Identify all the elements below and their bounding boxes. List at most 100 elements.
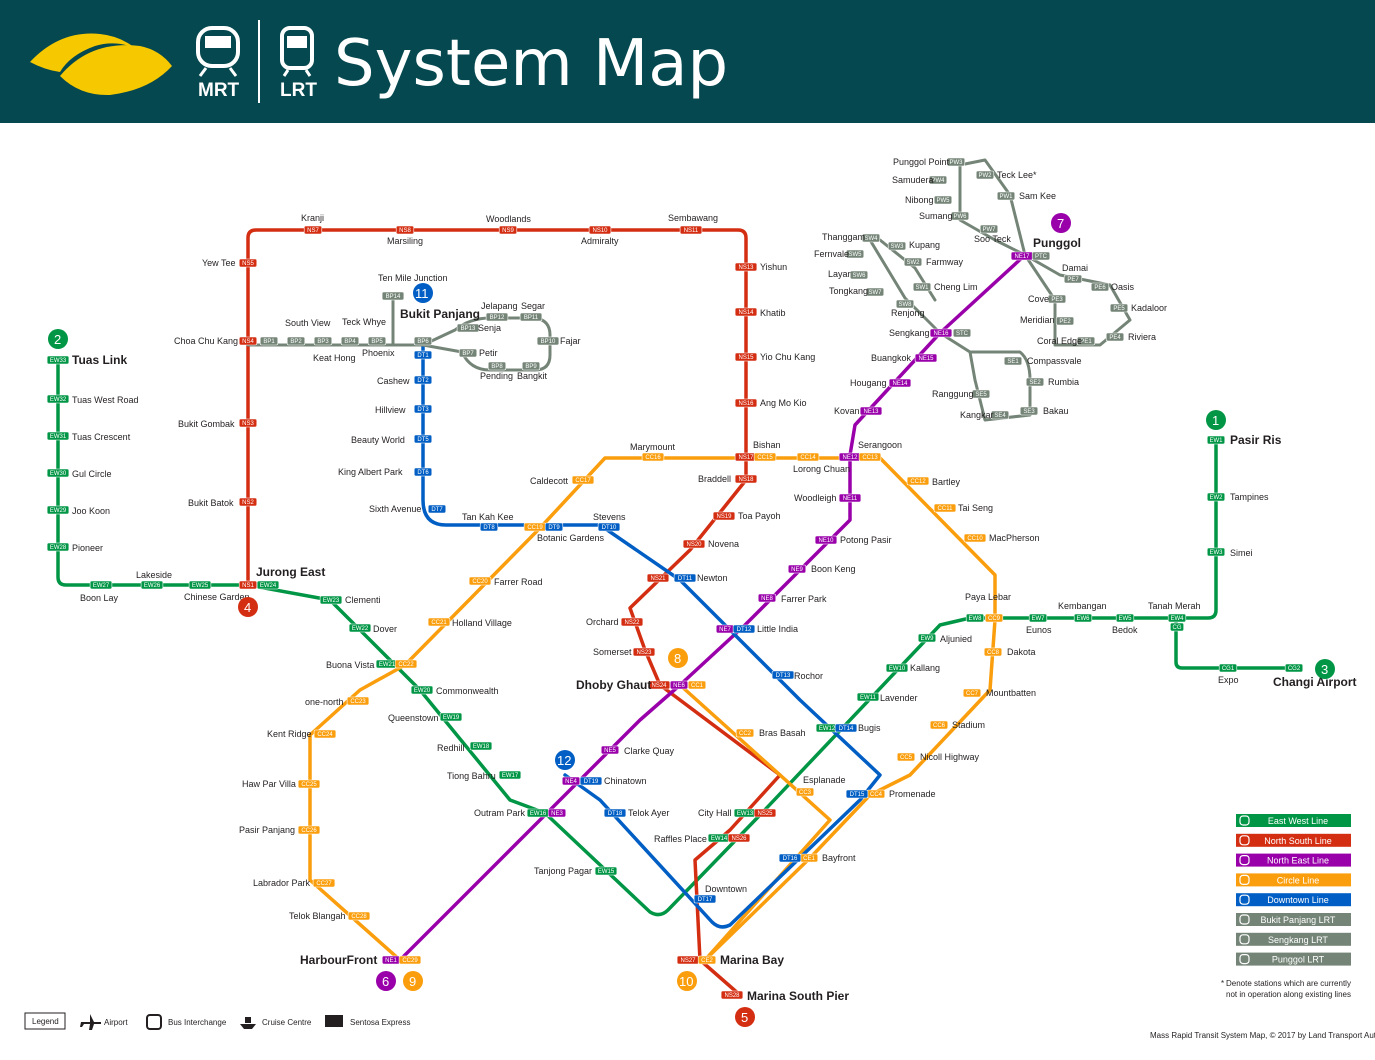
station-tiong-bahru[interactable]: Tiong Bahru bbox=[447, 771, 496, 781]
station-jelapang[interactable]: Jelapang bbox=[481, 301, 518, 311]
station-bishan[interactable]: Bishan bbox=[753, 440, 781, 450]
station-segar[interactable]: Segar bbox=[521, 301, 545, 311]
station-bras-basah[interactable]: Bras Basah bbox=[759, 728, 806, 738]
station-sumang[interactable]: Sumang bbox=[919, 211, 953, 221]
station-phoenix[interactable]: Phoenix bbox=[362, 348, 395, 358]
station-marsiling[interactable]: Marsiling bbox=[387, 236, 423, 246]
station-downtown[interactable]: Downtown bbox=[705, 884, 747, 894]
station-pasir-panjang[interactable]: Pasir Panjang bbox=[239, 825, 295, 835]
station-keat-hong[interactable]: Keat Hong bbox=[313, 353, 356, 363]
station-fajar[interactable]: Fajar bbox=[560, 336, 581, 346]
station-coral-edge[interactable]: Coral Edge bbox=[1037, 336, 1082, 346]
station-ranggung[interactable]: Ranggung bbox=[932, 389, 974, 399]
station-teck-whye[interactable]: Teck Whye bbox=[342, 317, 386, 327]
station-oasis[interactable]: Oasis bbox=[1111, 282, 1135, 292]
station-chinese-garden[interactable]: Chinese Garden bbox=[184, 592, 250, 602]
station-tuas-link[interactable]: Tuas Link bbox=[72, 353, 127, 367]
station-simei[interactable]: Simei bbox=[1230, 548, 1253, 558]
station-labrador-park[interactable]: Labrador Park bbox=[253, 878, 311, 888]
station-harbourfront[interactable]: HarbourFront bbox=[300, 953, 377, 967]
station-petir[interactable]: Petir bbox=[479, 348, 498, 358]
station-stadium[interactable]: Stadium bbox=[952, 720, 985, 730]
station-senja[interactable]: Senja bbox=[478, 323, 501, 333]
station-marymount[interactable]: Marymount bbox=[630, 442, 676, 452]
station-lakeside[interactable]: Lakeside bbox=[136, 570, 172, 580]
station-clementi[interactable]: Clementi bbox=[345, 595, 381, 605]
station-south-view[interactable]: South View bbox=[285, 318, 331, 328]
station-tampines[interactable]: Tampines bbox=[1230, 492, 1269, 502]
station-kembangan[interactable]: Kembangan bbox=[1058, 601, 1107, 611]
station-commonwealth[interactable]: Commonwealth bbox=[436, 686, 499, 696]
station-meridian[interactable]: Meridian bbox=[1020, 315, 1055, 325]
station-dakota[interactable]: Dakota bbox=[1007, 647, 1036, 657]
station-gul-circle[interactable]: Gul Circle bbox=[72, 469, 112, 479]
station-dover[interactable]: Dover bbox=[373, 624, 397, 634]
station-compassvale[interactable]: Compassvale bbox=[1027, 356, 1082, 366]
station-buona-vista[interactable]: Buona Vista bbox=[326, 660, 374, 670]
station-one-north[interactable]: one-north bbox=[305, 697, 344, 707]
station-eunos[interactable]: Eunos bbox=[1026, 625, 1052, 635]
station-yishun[interactable]: Yishun bbox=[760, 262, 787, 272]
station-boon-lay[interactable]: Boon Lay bbox=[80, 593, 119, 603]
station-outram-park[interactable]: Outram Park bbox=[474, 808, 526, 818]
station-sembawang[interactable]: Sembawang bbox=[668, 213, 718, 223]
station-tuas-west-road[interactable]: Tuas West Road bbox=[72, 395, 139, 405]
station-farrer-park[interactable]: Farrer Park bbox=[781, 594, 827, 604]
station-riviera[interactable]: Riviera bbox=[1128, 332, 1156, 342]
station-botanic-gardens[interactable]: Botanic Gardens bbox=[537, 533, 605, 543]
station-rochor[interactable]: Rochor bbox=[794, 671, 823, 681]
station-layar[interactable]: Layar bbox=[828, 269, 851, 279]
station-tuas-crescent[interactable]: Tuas Crescent bbox=[72, 432, 131, 442]
station-teck-lee[interactable]: Teck Lee* bbox=[997, 170, 1037, 180]
station-dhoby-ghaut[interactable]: Dhoby Ghaut bbox=[576, 678, 651, 692]
station-farmway[interactable]: Farmway bbox=[926, 257, 964, 267]
station-orchard[interactable]: Orchard bbox=[586, 617, 619, 627]
station-khatib[interactable]: Khatib bbox=[760, 308, 786, 318]
station-admiralty[interactable]: Admiralty bbox=[581, 236, 619, 246]
station-potong-pasir[interactable]: Potong Pasir bbox=[840, 535, 892, 545]
station-kupang[interactable]: Kupang bbox=[909, 240, 940, 250]
station-bukit-gombak[interactable]: Bukit Gombak bbox=[178, 419, 235, 429]
station-rumbia[interactable]: Rumbia bbox=[1048, 377, 1079, 387]
station-pioneer[interactable]: Pioneer bbox=[72, 543, 103, 553]
station-punggol-point[interactable]: Punggol Point bbox=[893, 157, 950, 167]
station-caldecott[interactable]: Caldecott bbox=[530, 476, 569, 486]
station-tanah-merah[interactable]: Tanah Merah bbox=[1148, 601, 1201, 611]
station-sam-kee[interactable]: Sam Kee bbox=[1019, 191, 1056, 201]
station-tai-seng[interactable]: Tai Seng bbox=[958, 503, 993, 513]
station-promenade[interactable]: Promenade bbox=[889, 789, 936, 799]
station-farrer-road[interactable]: Farrer Road bbox=[494, 577, 543, 587]
station-esplanade[interactable]: Esplanade bbox=[803, 775, 846, 785]
station-boon-keng[interactable]: Boon Keng bbox=[811, 564, 856, 574]
station-stevens[interactable]: Stevens bbox=[593, 512, 626, 522]
station-tongkang[interactable]: Tongkang bbox=[829, 286, 868, 296]
station-renjong[interactable]: Renjong bbox=[891, 308, 925, 318]
station-bartley[interactable]: Bartley bbox=[932, 477, 961, 487]
station-marina-bay[interactable]: Marina Bay bbox=[720, 953, 784, 967]
station-somerset[interactable]: Somerset bbox=[593, 647, 632, 657]
station-kadaloor[interactable]: Kadaloor bbox=[1131, 303, 1167, 313]
station-damai[interactable]: Damai bbox=[1062, 263, 1088, 273]
station-kangkar[interactable]: Kangkar bbox=[960, 410, 994, 420]
station-queenstown[interactable]: Queenstown bbox=[388, 713, 439, 723]
station-macpherson[interactable]: MacPherson bbox=[989, 533, 1040, 543]
station-bukit-panjang[interactable]: Bukit Panjang bbox=[400, 307, 480, 321]
station-little-india[interactable]: Little India bbox=[757, 624, 798, 634]
station-lavender[interactable]: Lavender bbox=[880, 693, 918, 703]
station-king-albert-park[interactable]: King Albert Park bbox=[338, 467, 403, 477]
station-kent-ridge[interactable]: Kent Ridge bbox=[267, 729, 312, 739]
station-mountbatten[interactable]: Mountbatten bbox=[986, 688, 1036, 698]
station-newton[interactable]: Newton bbox=[697, 573, 728, 583]
station-hougang[interactable]: Hougang bbox=[850, 378, 887, 388]
station-redhill[interactable]: Redhill bbox=[437, 743, 465, 753]
station-novena[interactable]: Novena bbox=[708, 539, 739, 549]
station-ten-mile-junction[interactable]: Ten Mile Junction bbox=[378, 273, 448, 283]
station-raffles-place[interactable]: Raffles Place bbox=[654, 834, 707, 844]
station-lorong-chuan[interactable]: Lorong Chuan bbox=[793, 464, 850, 474]
station-braddell[interactable]: Braddell bbox=[698, 474, 731, 484]
station-sixth-avenue[interactable]: Sixth Avenue bbox=[369, 504, 421, 514]
station-samudera[interactable]: Samudera bbox=[892, 175, 934, 185]
station-bukit-batok[interactable]: Bukit Batok bbox=[188, 498, 234, 508]
station-toa-payoh[interactable]: Toa Payoh bbox=[738, 511, 781, 521]
station-thanggam[interactable]: Thanggam bbox=[822, 232, 865, 242]
